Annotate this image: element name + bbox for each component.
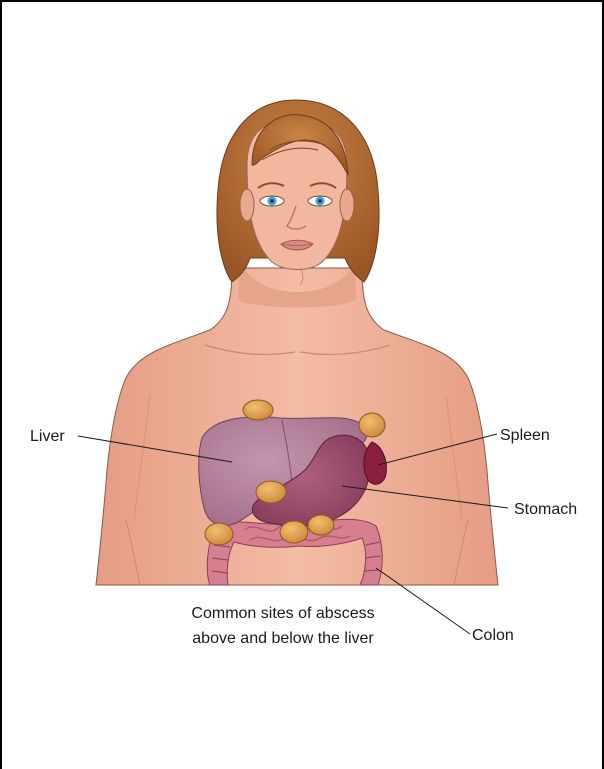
abscess-subphrenic-center — [243, 400, 273, 420]
caption-line-2: above and below the liver — [192, 630, 374, 647]
label-liver: Liver — [30, 428, 65, 445]
abscess-subhepatic — [256, 481, 286, 503]
abscess-lower-left — [308, 515, 334, 535]
abscess-lower-mid — [280, 521, 308, 543]
abscess-right-lower — [205, 523, 233, 545]
label-stomach: Stomach — [514, 501, 577, 518]
caption-line-1: Common sites of abscess — [191, 605, 374, 622]
label-colon: Colon — [472, 627, 514, 644]
label-spleen: Spleen — [500, 427, 550, 444]
abscess-subphrenic-left — [359, 413, 385, 437]
